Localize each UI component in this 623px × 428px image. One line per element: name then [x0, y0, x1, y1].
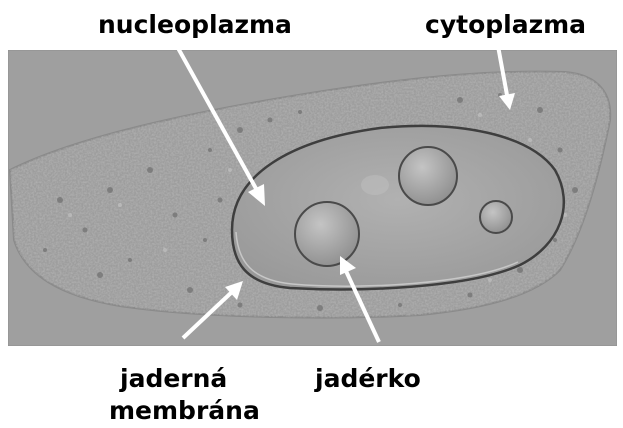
label-nuclear-membrane-line2: membrána [109, 398, 260, 423]
nucleolus-secondary [399, 147, 457, 205]
nucleolus-main [295, 202, 359, 266]
nucleolus-small [480, 201, 512, 233]
label-cytoplasm: cytoplazma [425, 12, 586, 37]
label-nucleolus: jadérko [315, 366, 421, 391]
label-nucleoplasm: nucleoplazma [98, 12, 292, 37]
label-nuclear-membrane-line1: jaderná [120, 366, 227, 391]
